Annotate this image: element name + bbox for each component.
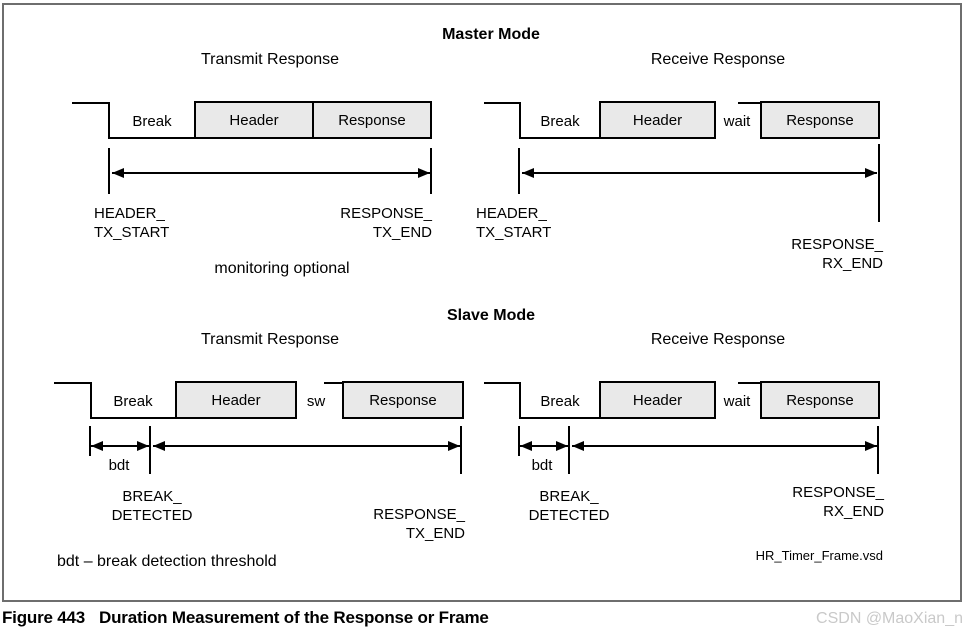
duration-arrow — [522, 168, 877, 178]
monitoring-note: monitoring optional — [214, 260, 350, 277]
end-event-line2: RX_END — [823, 503, 884, 520]
measure-tick-break-detected — [568, 426, 570, 474]
measure-tick-end — [430, 148, 432, 194]
bdt-footnote: bdt – break detection threshold — [57, 553, 277, 570]
header-box: Header — [175, 381, 297, 419]
end-event-label: RESPONSE_ TX_END — [337, 505, 465, 543]
end-event-line1: RESPONSE_ — [340, 205, 432, 222]
header-box: Header — [599, 381, 716, 419]
signal-idle-line — [738, 382, 760, 384]
break-region-label: Break — [540, 392, 580, 410]
signal-idle-line — [738, 102, 760, 104]
start-event-line2: TX_START — [94, 224, 170, 241]
signal-fall-edge — [519, 102, 521, 139]
end-event-line1: RESPONSE_ — [373, 506, 465, 523]
master-transmit-title: Transmit Response — [200, 51, 340, 68]
measure-tick-start — [108, 148, 110, 194]
signal-low-line — [519, 137, 601, 139]
header-box: Header — [599, 101, 716, 139]
source-file-label: HR_Timer_Frame.vsd — [755, 548, 883, 563]
signal-low-line — [90, 417, 177, 419]
start-event-label: HEADER_ TX_START — [476, 204, 551, 242]
break-region-label: Break — [132, 112, 172, 130]
start-event-line2: TX_START — [476, 224, 552, 241]
measure-tick-end — [460, 426, 462, 474]
signal-fall-edge — [90, 382, 92, 419]
wait-region-label: wait — [723, 112, 751, 130]
signal-high-line — [72, 102, 110, 104]
measure-tick-break-start — [518, 426, 520, 456]
end-event-line1: RESPONSE_ — [791, 236, 883, 253]
end-event-line2: TX_END — [372, 224, 432, 241]
bdt-label: bdt — [531, 457, 553, 474]
slave-receive-title: Receive Response — [650, 331, 786, 348]
diagram-frame: Master Mode Transmit Response Receive Re… — [2, 3, 962, 602]
header-box: Header — [194, 101, 314, 139]
figure-title: Duration Measurement of the Response or … — [99, 608, 489, 627]
break-region-label: Break — [540, 112, 580, 130]
break-detected-line2: DETECTED — [111, 507, 193, 524]
end-event-label: RESPONSE_ RX_END — [750, 235, 883, 273]
duration-arrow — [153, 441, 460, 451]
end-event-label: RESPONSE_ RX_END — [756, 483, 884, 521]
bdt-arrow — [91, 441, 149, 451]
duration-arrow — [112, 168, 430, 178]
signal-low-line — [519, 417, 601, 419]
signal-fall-edge — [108, 102, 110, 139]
figure-caption: Figure 443 Duration Measurement of the R… — [2, 608, 489, 628]
break-detected-label: BREAK_ DETECTED — [509, 487, 629, 525]
signal-fall-edge — [519, 382, 521, 419]
response-box: Response — [342, 381, 464, 419]
watermark: CSDN @MaoXian_n — [816, 610, 963, 627]
end-event-line1: RESPONSE_ — [792, 484, 884, 501]
response-box: Response — [760, 101, 880, 139]
measure-tick-end — [878, 144, 880, 222]
break-detected-line2: DETECTED — [528, 507, 610, 524]
bdt-label: bdt — [108, 457, 130, 474]
response-box: Response — [760, 381, 880, 419]
end-event-line2: RX_END — [822, 255, 883, 272]
start-event-label: HEADER_ TX_START — [94, 204, 169, 242]
measure-tick-start — [518, 148, 520, 194]
break-region-label: Break — [113, 392, 153, 410]
wait-region-label: wait — [723, 392, 751, 410]
break-detected-label: BREAK_ DETECTED — [92, 487, 212, 525]
start-event-line1: HEADER_ — [476, 205, 547, 222]
signal-high-line — [484, 102, 521, 104]
end-event-label: RESPONSE_ TX_END — [302, 204, 432, 242]
figure-number: Figure 443 — [2, 608, 86, 627]
duration-arrow — [572, 441, 877, 451]
bdt-arrow — [520, 441, 568, 451]
measure-tick-break-detected — [149, 426, 151, 474]
slave-transmit-title: Transmit Response — [200, 331, 340, 348]
measure-tick-end — [877, 426, 879, 474]
sw-region-label: sw — [306, 392, 326, 410]
break-detected-line1: BREAK_ — [122, 488, 182, 505]
start-event-line1: HEADER_ — [94, 205, 165, 222]
slave-mode-title: Slave Mode — [446, 307, 536, 324]
master-mode-title: Master Mode — [442, 26, 540, 43]
break-detected-line1: BREAK_ — [539, 488, 599, 505]
response-box: Response — [312, 101, 432, 139]
signal-high-line — [484, 382, 521, 384]
signal-high-line — [54, 382, 92, 384]
signal-low-line — [108, 137, 196, 139]
signal-idle-line — [324, 382, 342, 384]
measure-tick-break-start — [89, 426, 91, 456]
end-event-line2: TX_END — [405, 525, 465, 542]
master-receive-title: Receive Response — [650, 51, 786, 68]
